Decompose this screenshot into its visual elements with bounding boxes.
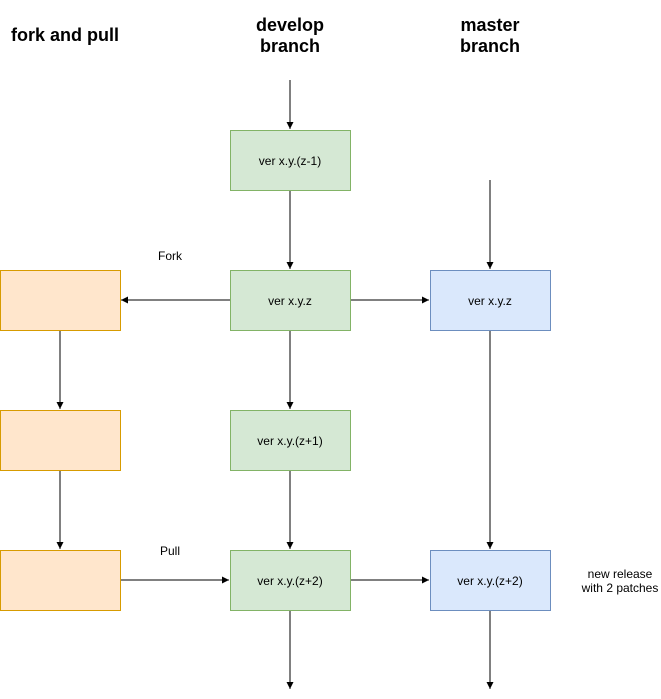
fork-node <box>0 550 121 611</box>
release-note-line1: new release <box>588 567 653 581</box>
release-note-line2: with 2 patches <box>581 581 659 595</box>
header-develop-line2: branch <box>260 36 320 56</box>
develop-node-label: ver x.y.z <box>268 294 312 308</box>
header-master-line2: branch <box>460 36 520 56</box>
header-develop-line1: develop <box>256 15 324 35</box>
master-node-label: ver x.y.(z+2) <box>457 574 522 588</box>
develop-node: ver x.y.(z-1) <box>230 130 351 191</box>
header-fork-and-pull: fork and pull <box>11 25 119 45</box>
develop-node-label: ver x.y.(z+2) <box>257 574 322 588</box>
develop-node: ver x.y.(z+1) <box>230 410 351 471</box>
master-node-label: ver x.y.z <box>468 294 512 308</box>
edge-label-fork: Fork <box>158 249 183 263</box>
develop-node: ver x.y.(z+2) <box>230 550 351 611</box>
develop-node: ver x.y.z <box>230 270 351 331</box>
develop-node-label: ver x.y.(z+1) <box>257 434 322 448</box>
master-node: ver x.y.(z+2) <box>430 550 551 611</box>
fork-node <box>0 270 121 331</box>
master-node: ver x.y.z <box>430 270 551 331</box>
develop-node-label: ver x.y.(z-1) <box>259 154 321 168</box>
edge-label-pull: Pull <box>160 544 180 558</box>
header-master-line1: master <box>460 15 519 35</box>
fork-node <box>0 410 121 471</box>
